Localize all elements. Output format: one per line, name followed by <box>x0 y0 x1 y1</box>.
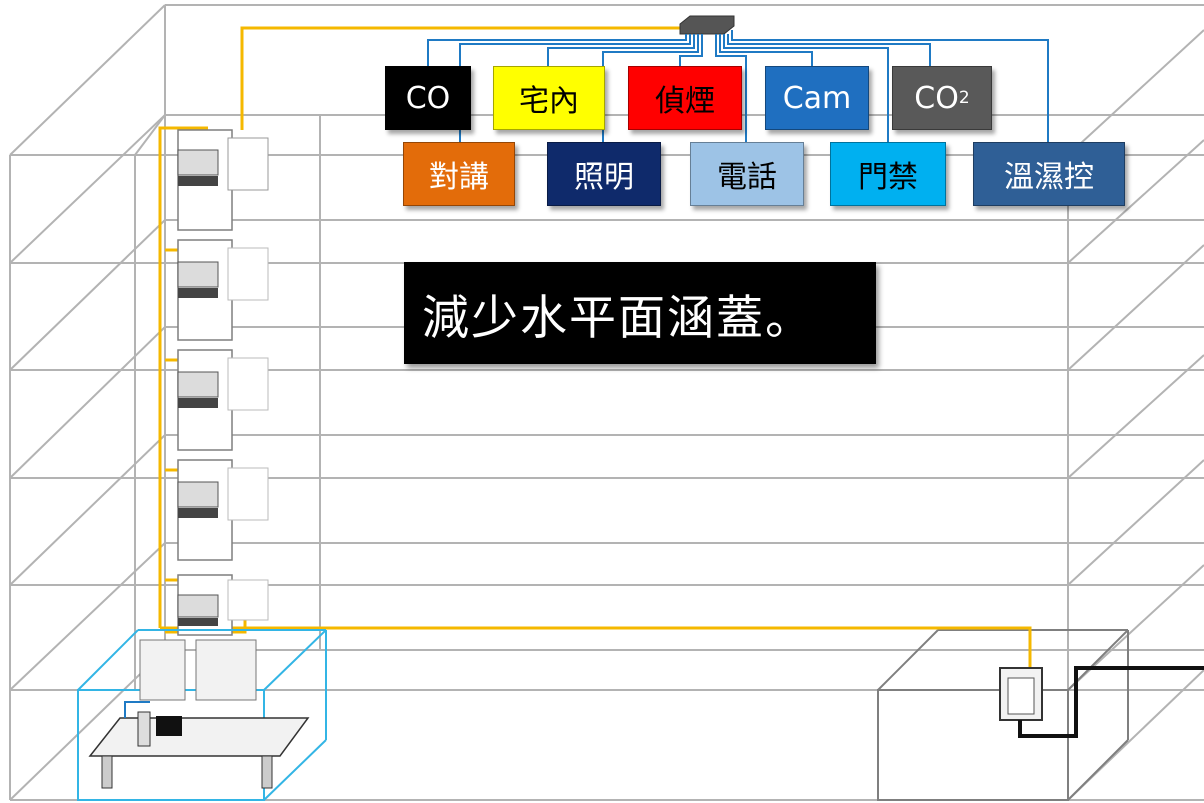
remote-panel <box>999 666 1204 738</box>
rack-floor-5 <box>177 239 269 341</box>
label-co: CO <box>385 66 471 130</box>
label-intercom-home: 宅內 <box>493 66 605 130</box>
rack-floor-4 <box>177 349 269 451</box>
backbone-cable <box>158 26 1032 668</box>
label-intercom: 對講 <box>403 142 515 206</box>
rack-floor-6 <box>177 129 269 231</box>
caption-box: 減少水平面涵蓋。 <box>404 262 876 364</box>
label-lighting: 照明 <box>547 142 661 206</box>
label-climate-control: 溫濕控 <box>973 142 1125 206</box>
label-camera: Cam <box>765 66 869 130</box>
control-room <box>77 629 327 801</box>
hub-switch <box>679 15 735 35</box>
rack-floor-2 <box>177 574 269 636</box>
floor-racks <box>177 129 269 636</box>
remote-building <box>877 629 1129 801</box>
hub-links <box>427 30 1049 142</box>
rack-floor-3 <box>177 459 269 561</box>
caption-text: 減少水平面涵蓋。 <box>422 290 814 346</box>
label-smoke-detector: 偵煙 <box>628 66 742 130</box>
label-access-control: 門禁 <box>830 142 946 206</box>
label-telephone: 電話 <box>690 142 804 206</box>
